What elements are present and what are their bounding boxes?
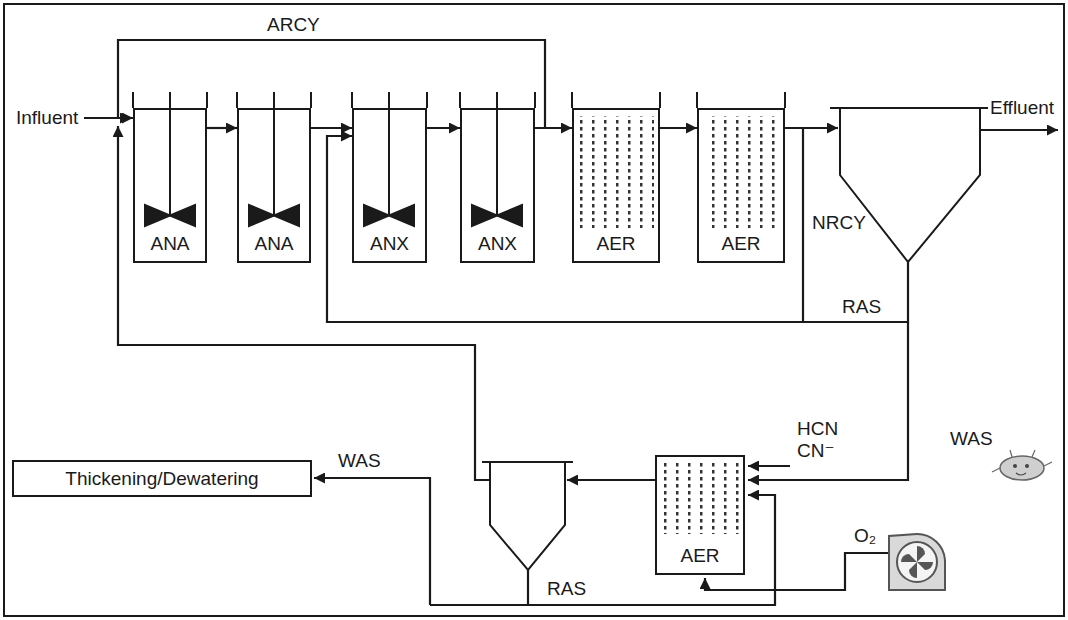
gas-label: O₂ (852, 525, 878, 547)
chemical-label: HCN (795, 418, 840, 440)
aerobic-tank: AER (572, 108, 660, 263)
node-label: ANX (476, 233, 519, 255)
process-box: Thickening/Dewatering (12, 460, 312, 497)
stream-label: Effluent (988, 97, 1056, 119)
recycle-label: ARCY (265, 14, 322, 36)
anoxic-tank: ANX (460, 108, 535, 263)
node-label: AER (594, 233, 637, 255)
flow-arrow (660, 127, 697, 129)
anaerobic-tank: ANA (133, 108, 207, 263)
flow-arrow (207, 127, 237, 129)
node-label: ANX (368, 233, 411, 255)
aerobic-tank: AER (655, 455, 745, 575)
flow-arrow (427, 127, 460, 129)
stream-label: Influent (14, 107, 80, 129)
flow-arrow (311, 127, 352, 129)
pipes (84, 118, 1058, 605)
node-label: Thickening/Dewatering (63, 468, 260, 490)
stream-label: RAS (545, 578, 588, 600)
anoxic-tank: ANX (352, 108, 427, 263)
node-label: AER (678, 545, 721, 567)
node-label: ANA (252, 233, 295, 255)
stream-label: WAS (336, 450, 383, 472)
bacteria-icon (992, 450, 1052, 480)
tank-walls (133, 92, 785, 108)
mixers (145, 92, 522, 226)
stream-label: RAS (840, 296, 883, 318)
chemical-label: CN⁻ (795, 440, 836, 462)
node-label: ANA (148, 233, 191, 255)
frame (4, 4, 1064, 616)
recycle-label: NRCY (810, 212, 868, 234)
diffusers (578, 116, 779, 534)
aerobic-tank: AER (697, 108, 785, 263)
flow-arrow (118, 40, 545, 128)
flow-arrow (327, 128, 803, 322)
clarifiers (482, 108, 990, 570)
blower-icon (889, 534, 945, 590)
node-label: AER (719, 233, 762, 255)
stream-label: WAS (948, 428, 995, 450)
anaerobic-tank: ANA (237, 108, 311, 263)
